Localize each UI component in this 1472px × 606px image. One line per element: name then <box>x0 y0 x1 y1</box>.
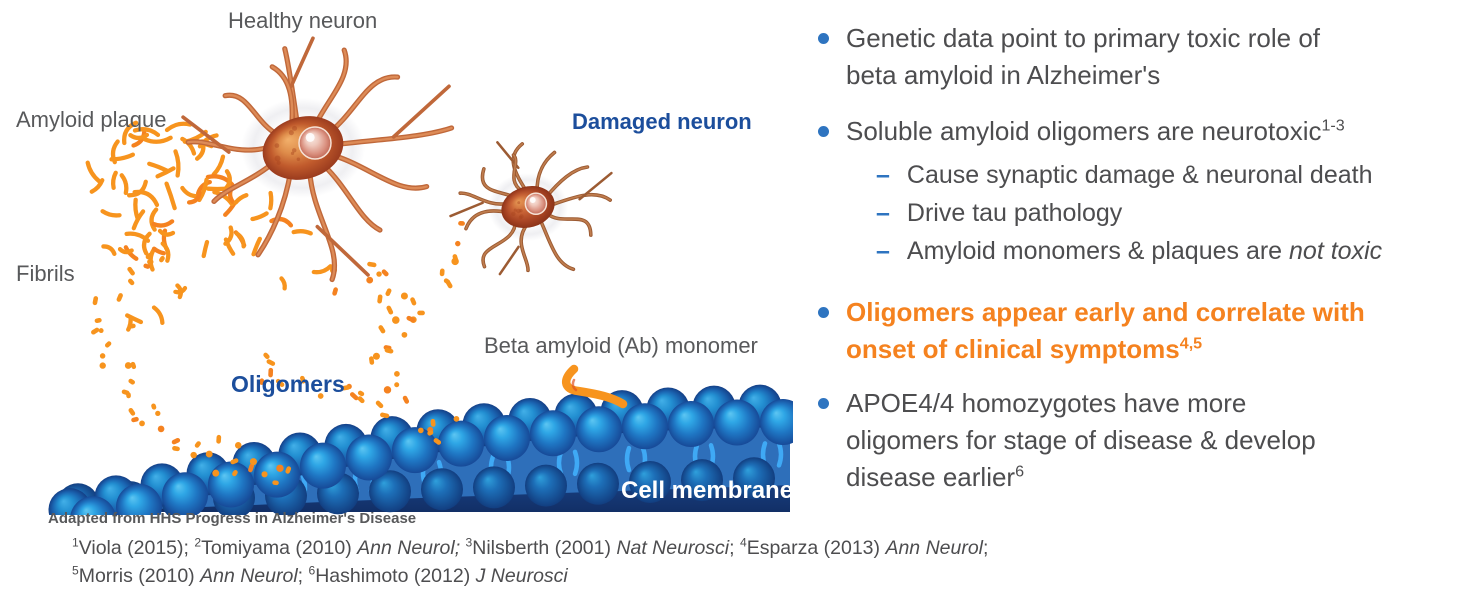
reference-superscript: 4,5 <box>1179 334 1203 353</box>
bullet-soluble-oligomers: Soluble amyloid oligomers are neurotoxic… <box>818 113 1345 150</box>
bullet-dot-icon <box>818 398 829 409</box>
bullet-line: APOE4/4 homozygotes have more <box>846 388 1247 418</box>
sub-bullet-not-toxic: – Amyloid monomers & plaques are not tox… <box>876 232 1382 270</box>
amyloid-diagram <box>48 36 793 515</box>
sub-bullet-list: – Cause synaptic damage & neuronal death… <box>876 156 1382 270</box>
bullet-oligomers-early: Oligomers appear early and correlate wit… <box>818 294 1365 368</box>
source-credit: Adapted from HHS Progress in Alzheimer's… <box>48 510 417 527</box>
sub-bullet-text: Cause synaptic damage & neuronal death <box>906 161 1373 189</box>
bullet-dot-icon <box>818 307 829 318</box>
cell-membrane-illustration <box>48 384 793 515</box>
reference-superscript: 6 <box>1015 462 1025 481</box>
bullet-line: oligomers for stage of disease & develop <box>846 425 1316 455</box>
bullet-line: disease earlier6 <box>846 462 1025 492</box>
sub-bullet-text: Amyloid monomers & plaques are not toxic <box>906 237 1383 265</box>
dash-bullet-icon: – <box>876 237 890 265</box>
bullet-line: Genetic data point to primary toxic role… <box>846 23 1321 53</box>
fibrils-label: Fibrils <box>16 261 75 286</box>
oligomers-label: Oligomers <box>231 371 345 397</box>
healthy-neuron-label: Healthy neuron <box>228 8 378 33</box>
amyloid-plaque-label: Amyloid plaque <box>16 107 167 132</box>
bullet-line: onset of clinical symptoms4,5 <box>846 334 1203 364</box>
sub-bullet-synaptic-damage: – Cause synaptic damage & neuronal death <box>876 156 1382 194</box>
bullet-dot-icon <box>818 126 829 137</box>
sub-bullet-tau-pathology: – Drive tau pathology <box>876 194 1382 232</box>
footnote-line-2: 5Morris (2010) Ann Neurol; 6Hashimoto (2… <box>72 563 568 587</box>
damaged-neuron-illustration <box>449 141 613 276</box>
bullet-genetic-data: Genetic data point to primary toxic role… <box>818 20 1320 94</box>
reference-superscript: 1-3 <box>1321 116 1345 135</box>
not-toxic-italic: not toxic <box>1289 237 1383 265</box>
bullet-apoe4: APOE4/4 homozygotes have more oligomers … <box>818 385 1316 496</box>
footnote-line-1: 1Viola (2015); 2Tomiyama (2010) Ann Neur… <box>72 535 989 559</box>
bullet-line: beta amyloid in Alzheimer's <box>846 60 1161 90</box>
cell-membrane-label: Cell membrane <box>621 477 794 504</box>
beta-monomer-label: Beta amyloid (Ab) monomer <box>484 333 758 358</box>
beta-monomer-illustration <box>562 364 628 409</box>
damaged-neuron-label: Damaged neuron <box>572 109 752 134</box>
bullet-line: Soluble amyloid oligomers are neurotoxic <box>846 116 1322 146</box>
sub-bullet-text: Drive tau pathology <box>906 199 1123 227</box>
amyloid-plaque-illustration <box>85 120 333 332</box>
bullet-line: Oligomers appear early and correlate wit… <box>846 297 1365 327</box>
bullet-dot-icon <box>818 33 829 44</box>
healthy-neuron-illustration <box>181 36 455 283</box>
dash-bullet-icon: – <box>876 199 890 227</box>
oligomer-dots <box>91 221 465 486</box>
dash-bullet-icon: – <box>876 161 890 189</box>
footnotes: 1Viola (2015); 2Tomiyama (2010) Ann Neur… <box>72 534 988 590</box>
